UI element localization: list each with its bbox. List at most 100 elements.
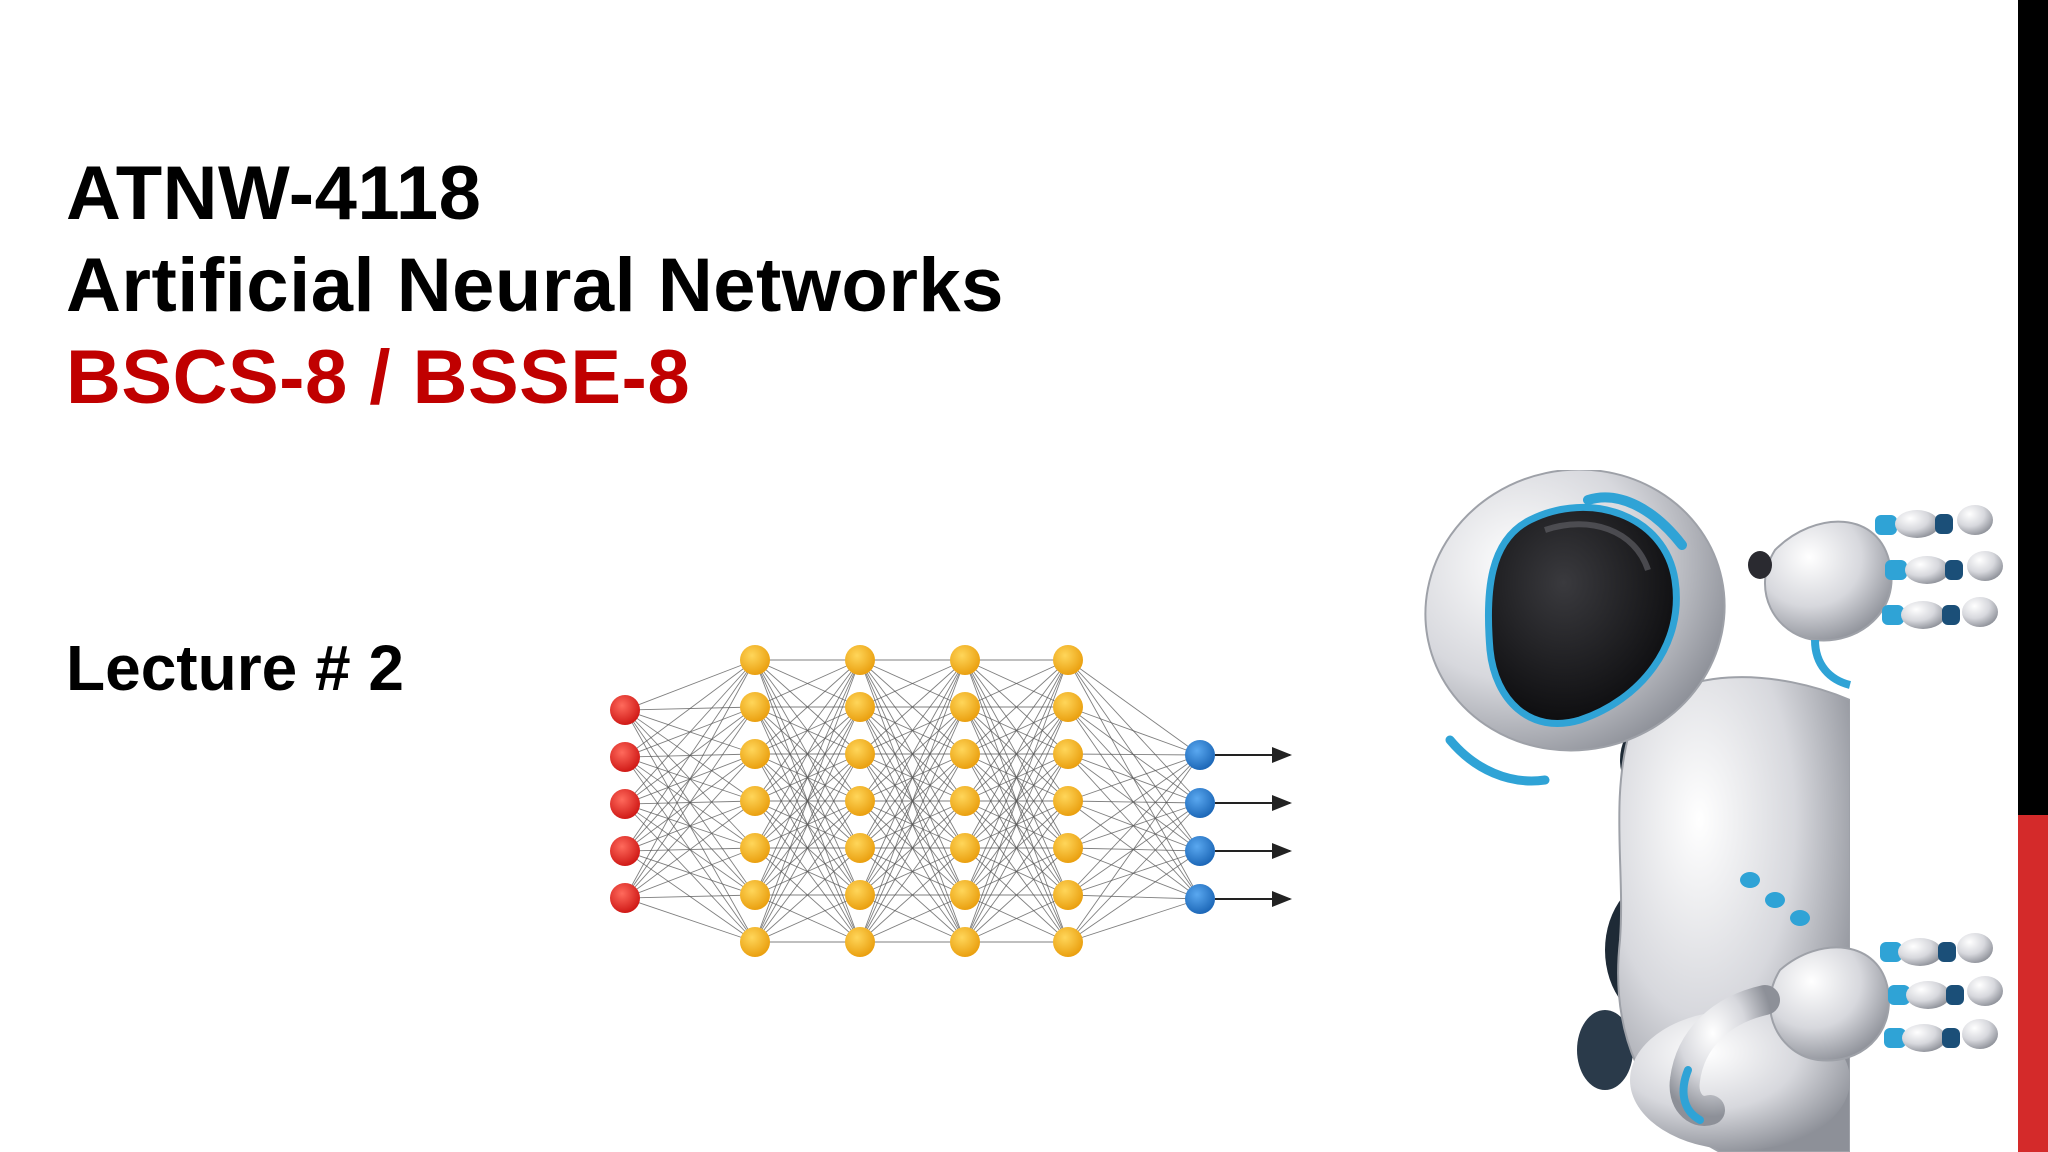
network-connection — [859, 659, 966, 802]
network-connection — [1067, 753, 1201, 756]
robot-icon — [1424, 470, 2020, 1152]
hidden-node — [740, 645, 770, 675]
hidden-node — [845, 692, 875, 722]
robot-lower-hand — [1669, 872, 2003, 1126]
network-connection — [859, 706, 966, 943]
hidden-node — [1053, 739, 1083, 769]
hidden-node — [1053, 833, 1083, 863]
robot-upper-hand — [1748, 505, 2003, 689]
network-connection — [624, 659, 756, 852]
input-node — [610, 883, 640, 913]
title-block: ATNW-4118 Artificial Neural Networks BSC… — [66, 148, 1004, 424]
network-connection — [1067, 753, 1201, 852]
hidden-node — [1053, 645, 1083, 675]
network-connection — [964, 659, 1069, 802]
input-node — [610, 836, 640, 866]
edge-bar-black — [2018, 0, 2048, 815]
network-connection — [1067, 754, 1201, 802]
network-nodes — [610, 645, 1215, 957]
network-connection — [754, 659, 861, 943]
network-connection — [754, 894, 861, 943]
network-connection — [624, 659, 756, 805]
network-connection — [754, 847, 861, 943]
hidden-node — [950, 692, 980, 722]
hidden-node — [740, 786, 770, 816]
network-connection — [624, 897, 756, 943]
hidden-node — [845, 739, 875, 769]
hidden-node — [740, 927, 770, 957]
network-connection — [624, 659, 756, 711]
course-name: Artificial Neural Networks — [66, 243, 1004, 328]
lecture-number: Lecture # 2 — [66, 632, 404, 704]
neural-network-icon — [610, 645, 1292, 957]
hidden-node — [845, 927, 875, 957]
input-node — [610, 742, 640, 772]
hidden-node — [950, 786, 980, 816]
network-connection — [859, 659, 966, 708]
network-connection — [624, 753, 756, 899]
network-connection — [1067, 659, 1201, 804]
network-connection — [964, 753, 1069, 943]
network-connection — [1067, 706, 1201, 804]
network-connection — [1067, 800, 1201, 900]
edge-bar-red — [2018, 815, 2048, 1152]
output-node — [1185, 836, 1215, 866]
network-connection — [624, 706, 756, 899]
input-node — [610, 695, 640, 725]
network-connection — [1067, 802, 1201, 943]
network-connection — [964, 659, 1069, 755]
hidden-node — [1053, 880, 1083, 910]
hidden-node — [950, 739, 980, 769]
network-connection — [624, 659, 756, 758]
network-connection — [754, 753, 861, 943]
input-node — [610, 789, 640, 819]
network-connection — [964, 659, 1069, 896]
network-connection — [964, 659, 1069, 943]
hidden-node — [845, 880, 875, 910]
network-connection — [754, 659, 861, 708]
hidden-node — [950, 927, 980, 957]
hidden-node — [1053, 692, 1083, 722]
hidden-node — [1053, 786, 1083, 816]
network-connection — [964, 894, 1069, 943]
network-connection — [964, 659, 1069, 708]
network-connection — [624, 894, 756, 899]
network-connection — [1067, 753, 1201, 804]
network-connection — [1067, 898, 1201, 943]
network-connection — [859, 894, 966, 943]
network-connection — [859, 847, 966, 943]
output-node — [1185, 788, 1215, 818]
hidden-node — [845, 786, 875, 816]
robot-head — [1424, 470, 1726, 786]
network-connection — [1067, 754, 1201, 896]
network-connection — [1067, 800, 1201, 852]
hidden-node — [845, 645, 875, 675]
hidden-node — [740, 880, 770, 910]
network-connection — [1067, 847, 1201, 900]
output-node — [1185, 884, 1215, 914]
network-connection — [754, 659, 861, 755]
hidden-node — [740, 692, 770, 722]
network-connection — [964, 659, 1069, 849]
network-connection — [859, 659, 966, 943]
network-connection — [754, 659, 861, 802]
network-connection — [754, 800, 861, 943]
hidden-node — [1053, 927, 1083, 957]
network-connection — [624, 847, 756, 899]
network-connection — [1067, 753, 1201, 900]
network-connection — [1067, 754, 1201, 943]
network-connection — [859, 659, 966, 849]
output-arrows — [1215, 747, 1292, 907]
hidden-node — [950, 645, 980, 675]
network-connection — [754, 659, 861, 849]
network-connection — [1067, 850, 1201, 943]
network-connection — [859, 753, 966, 943]
network-connection — [1067, 706, 1201, 756]
hidden-node — [740, 739, 770, 769]
network-connection — [1067, 706, 1201, 852]
board-panel — [1850, 670, 2020, 1152]
network-connection — [754, 659, 861, 896]
hidden-node — [950, 833, 980, 863]
network-connection — [964, 706, 1069, 943]
network-connection — [964, 847, 1069, 943]
